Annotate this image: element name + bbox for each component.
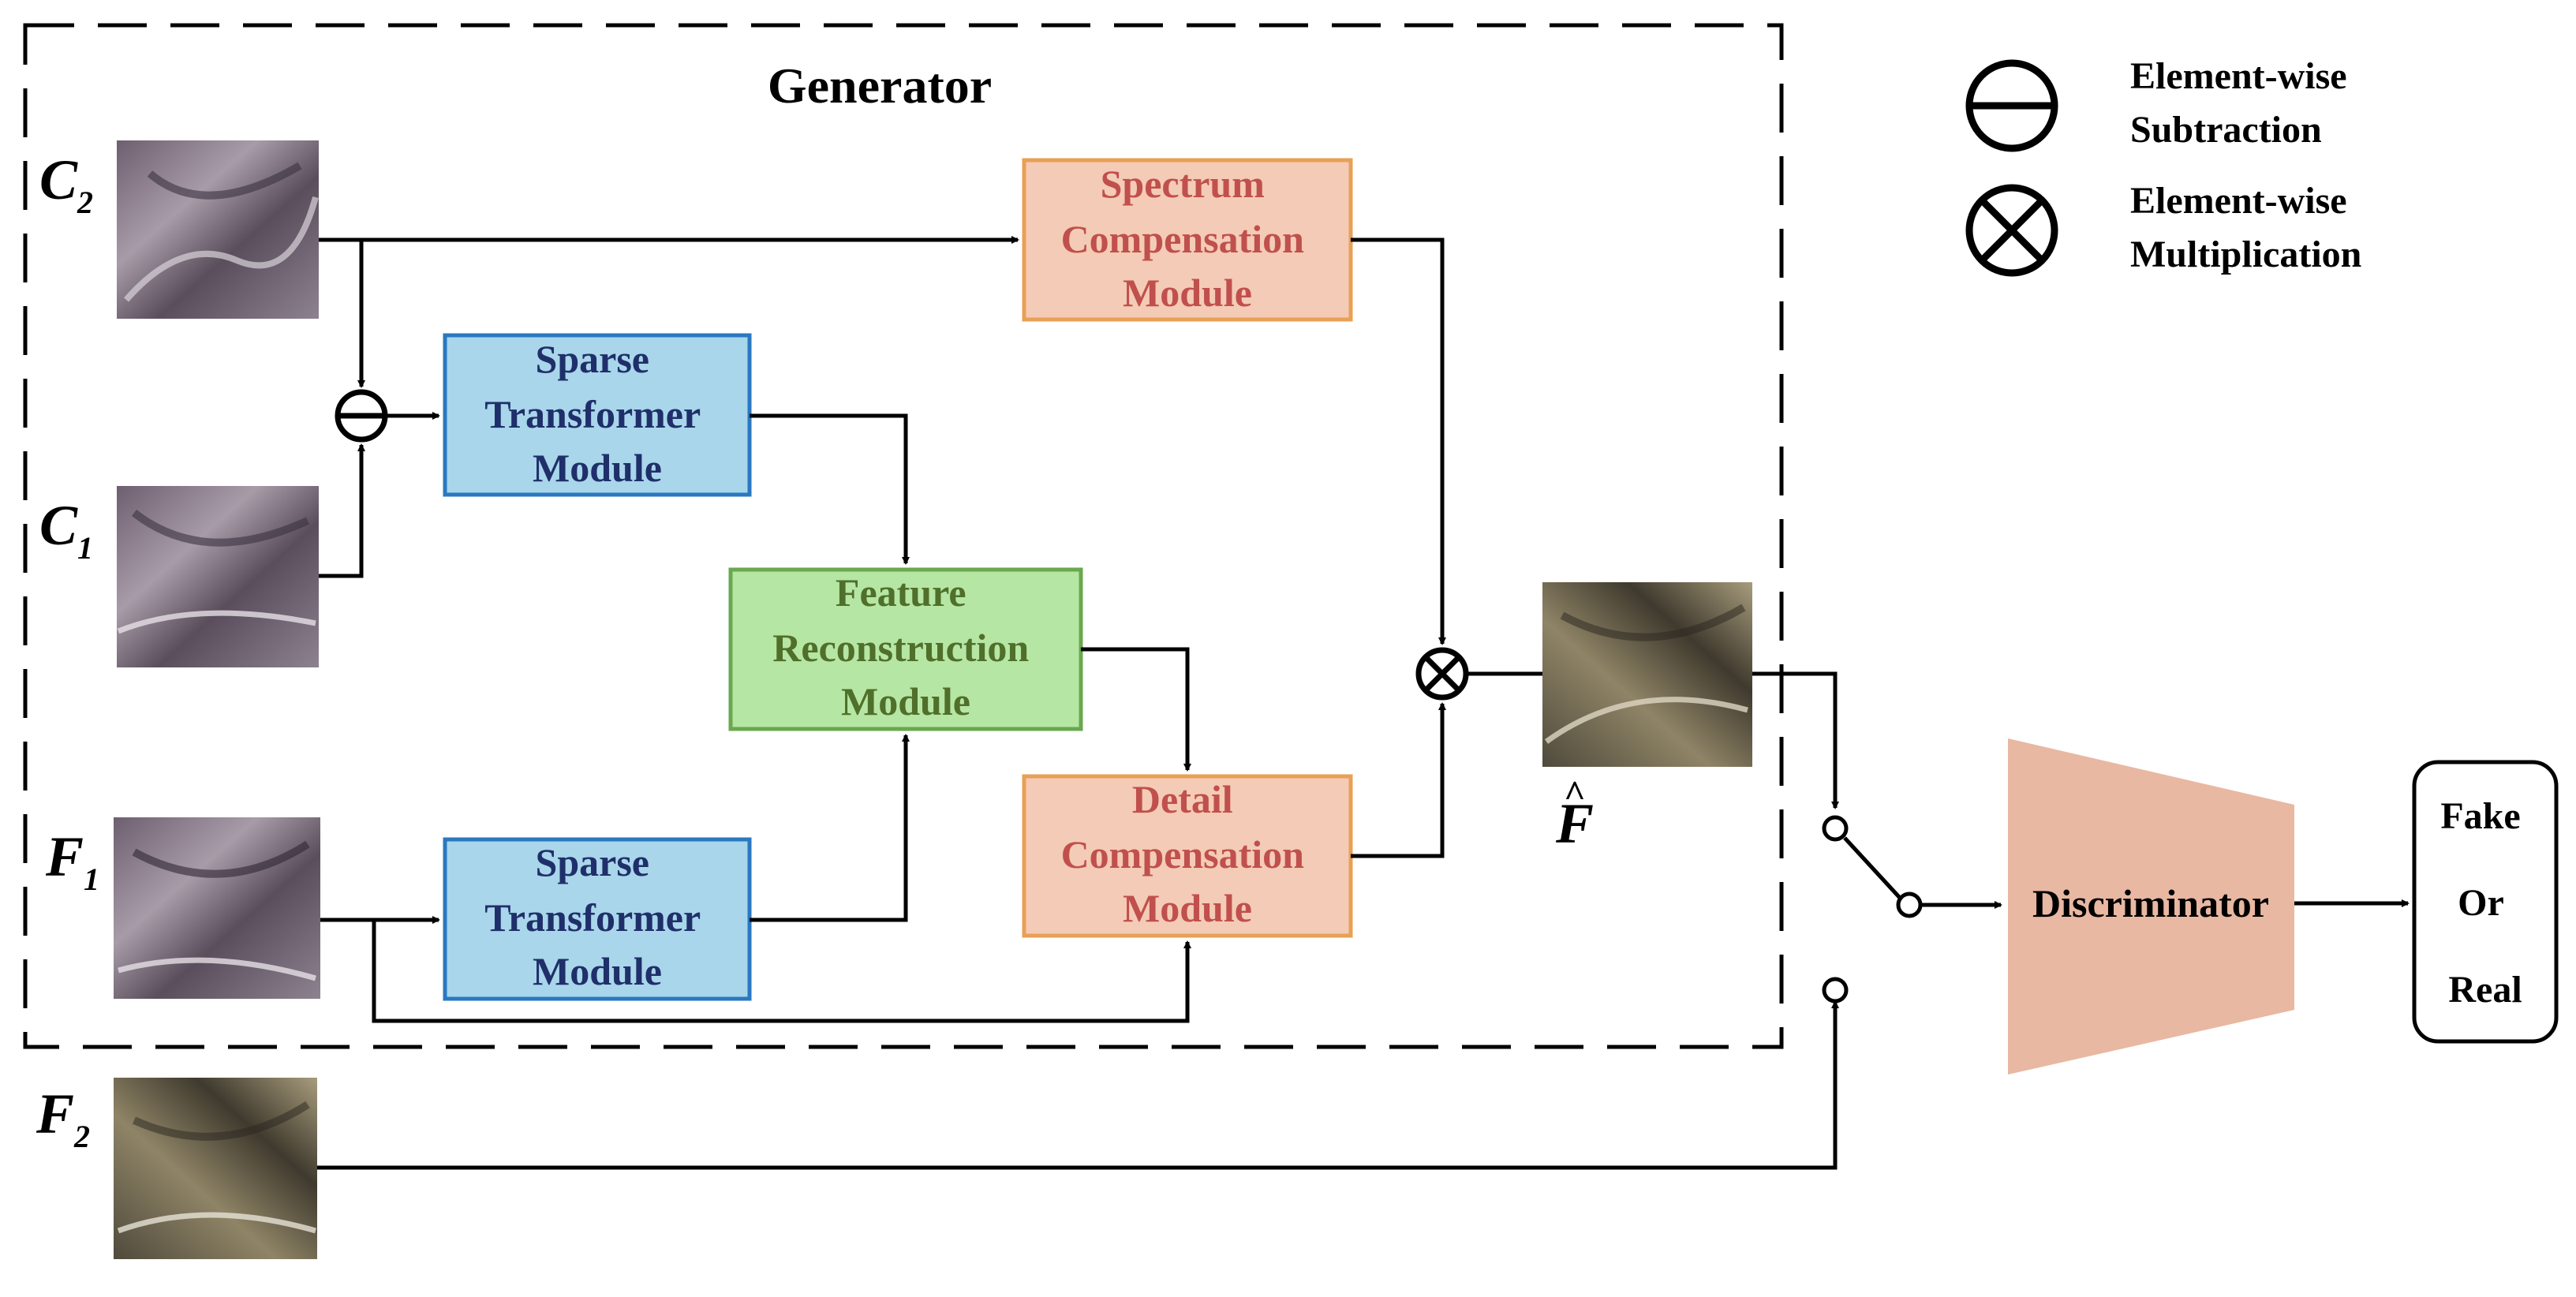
subtraction-legend-icon (1965, 59, 2058, 152)
label-c2: C2 (39, 148, 93, 220)
generator-boundary (23, 23, 1784, 1049)
legend-subtraction-line1: Element-wise (2130, 55, 2347, 97)
switch-pin-common (1896, 891, 1923, 918)
image-f2 (114, 1078, 317, 1259)
image-fhat (1542, 582, 1752, 767)
legend-multiplication-line2: Multiplication (2130, 234, 2361, 275)
output-line2: Or (2458, 882, 2503, 924)
svg-text:Element-wise Subtraction: Element-wise Subtraction (2130, 55, 2357, 151)
svg-text:Sparse Transformer: Sparse Transformer Module (484, 840, 710, 993)
discriminator-label: Discriminator (2032, 881, 2269, 925)
label-fhat-accent: ^ (1564, 773, 1586, 815)
output-box: Fake Or Real (2412, 760, 2559, 1044)
sparse-top-line1: Sparse (536, 337, 649, 381)
switch-pin-top (1822, 815, 1849, 842)
discriminator: Discriminator (2008, 738, 2294, 1075)
sparse-transformer-module-top: Sparse Transformer Module (443, 333, 752, 497)
label-fhat: F (1555, 792, 1594, 855)
svg-text:Spectrum Compensation: Spectrum Compensation Module (1061, 162, 1314, 315)
feature-reconstruction-module: Feature Reconstruction Module (728, 567, 1083, 731)
spectrum-line1: Spectrum (1101, 162, 1265, 206)
sparse-bottom-line2: Transformer (484, 895, 701, 940)
switch-pin-bottom (1822, 977, 1849, 1004)
svg-text:Detail Compensation: Detail Compensation Module (1061, 777, 1314, 930)
sparse-bottom-line1: Sparse (536, 840, 649, 884)
output-line3: Real (2448, 969, 2522, 1011)
detail-line2: Compensation (1061, 832, 1305, 877)
svg-text:Fake Or Real: Fake Or Real (2440, 795, 2529, 1011)
connections (317, 236, 2410, 1170)
label-c1: C1 (39, 494, 93, 566)
sparse-top-line3: Module (533, 446, 662, 490)
spectrum-line2: Compensation (1061, 217, 1305, 261)
detail-line3: Module (1123, 886, 1252, 930)
image-c1 (117, 486, 319, 667)
svg-text:Feature Reconstruction: Feature Reconstruction Module (772, 570, 1038, 723)
image-f1 (114, 817, 320, 999)
subtraction-operator (335, 389, 388, 443)
detail-compensation-module: Detail Compensation Module (1022, 774, 1353, 938)
legend-subtraction-line2: Subtraction (2130, 109, 2322, 151)
legend: Element-wise Subtraction Element-wise Mu… (1965, 55, 2361, 277)
selector-switch (1822, 815, 1923, 1004)
generator-title: Generator (768, 58, 992, 114)
feature-line3: Module (841, 679, 970, 723)
detail-line1: Detail (1132, 777, 1233, 821)
spectrum-line3: Module (1123, 271, 1252, 315)
output-line1: Fake (2440, 795, 2520, 837)
svg-text:Sparse Transformer: Sparse Transformer Module (484, 337, 710, 490)
sparse-top-line2: Transformer (484, 392, 701, 436)
label-f2: F2 (36, 1082, 90, 1154)
multiplication-legend-icon (1965, 184, 2058, 277)
sparse-bottom-line3: Module (533, 949, 662, 993)
feature-line1: Feature (836, 570, 966, 615)
label-f1: F1 (45, 825, 99, 897)
multiplication-operator (1415, 647, 1469, 701)
image-c2 (117, 140, 319, 319)
svg-text:Element-wise Multiplicat: Element-wise Multiplication (2130, 180, 2361, 275)
spectrum-compensation-module: Spectrum Compensation Module (1022, 158, 1353, 322)
legend-multiplication-line1: Element-wise (2130, 180, 2347, 222)
feature-line2: Reconstruction (772, 626, 1029, 670)
sparse-transformer-module-bottom: Sparse Transformer Module (443, 837, 752, 1001)
